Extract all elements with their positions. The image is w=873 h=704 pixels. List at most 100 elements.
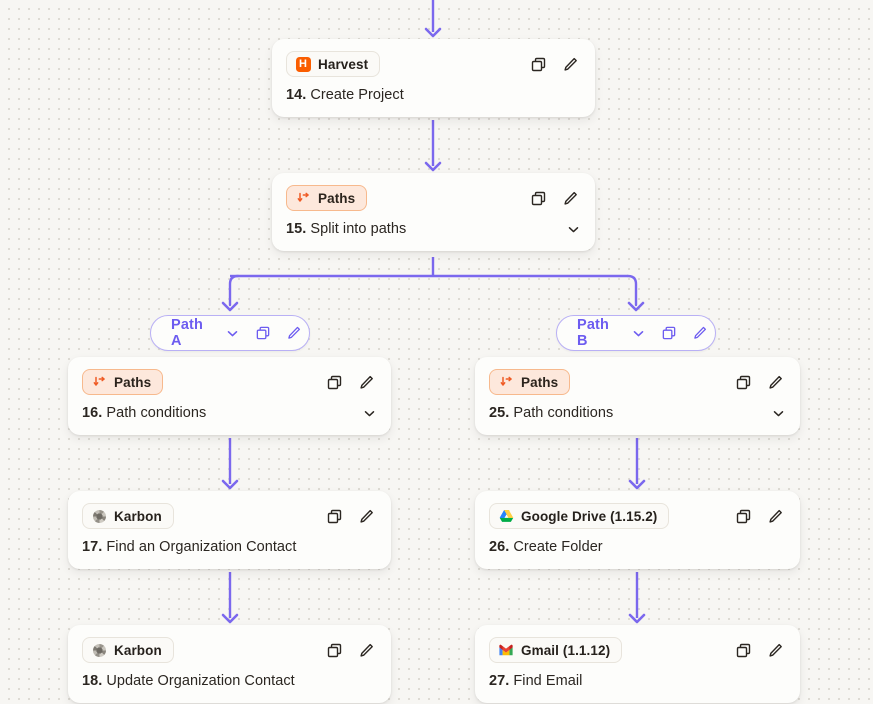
workflow-node-18[interactable]: Karbon 18. Update Organiza	[68, 625, 391, 703]
edit-pencil-icon[interactable]	[561, 189, 579, 207]
edit-pencil-icon[interactable]	[561, 55, 579, 73]
app-name: Paths	[318, 190, 356, 206]
node-actions	[529, 55, 581, 73]
node-action-label: Find Email	[513, 673, 583, 689]
node-header: Karbon	[82, 503, 377, 529]
duplicate-icon[interactable]	[325, 507, 343, 525]
node-step: 18.	[82, 673, 107, 689]
edit-pencil-icon[interactable]	[691, 324, 709, 342]
chevron-down-icon[interactable]	[565, 221, 581, 237]
path-pill-b[interactable]: Path B	[556, 315, 716, 351]
node-title: 15. Split into paths	[286, 221, 406, 237]
node-actions	[734, 373, 786, 391]
node-header: Paths	[82, 369, 377, 395]
duplicate-icon[interactable]	[660, 324, 678, 342]
edit-pencil-icon[interactable]	[357, 507, 375, 525]
chevron-down-icon[interactable]	[223, 324, 241, 342]
node-body: 14. Create Project	[286, 87, 581, 103]
paths-icon	[295, 190, 311, 206]
paths-icon	[498, 374, 514, 390]
app-name: Paths	[114, 374, 152, 390]
edit-pencil-icon[interactable]	[357, 373, 375, 391]
app-badge[interactable]: Gmail (1.1.12)	[489, 637, 623, 663]
workflow-node-16[interactable]: Paths 16. Path conditions	[68, 357, 391, 435]
node-title: 16. Path conditions	[82, 405, 206, 421]
node-body: 27. Find Email	[489, 673, 786, 689]
node-header: Karbon	[82, 637, 377, 663]
app-badge[interactable]: Karbon	[82, 503, 174, 529]
path-pill-a[interactable]: Path A	[150, 315, 310, 351]
duplicate-icon[interactable]	[325, 641, 343, 659]
workflow-node-25[interactable]: Paths 25. Path conditions	[475, 357, 800, 435]
app-badge[interactable]: Paths	[82, 369, 164, 395]
app-badge[interactable]: Paths	[489, 369, 571, 395]
duplicate-icon[interactable]	[734, 507, 752, 525]
node-step: 26.	[489, 539, 514, 555]
node-body: 15. Split into paths	[286, 221, 581, 237]
node-actions	[325, 373, 377, 391]
edge-16-to-17	[221, 438, 239, 490]
node-action-label: Split into paths	[310, 221, 407, 237]
edit-pencil-icon[interactable]	[285, 324, 303, 342]
google-drive-icon	[498, 508, 514, 524]
node-action-label: Find an Organization Contact	[106, 539, 297, 555]
gmail-icon	[498, 642, 514, 658]
workflow-node-17[interactable]: Karbon 17. Find an Organiz	[68, 491, 391, 569]
node-title: 18. Update Organization Contact	[82, 673, 295, 689]
node-title: 25. Path conditions	[489, 405, 613, 421]
node-body: 17. Find an Organization Contact	[82, 539, 377, 555]
duplicate-icon[interactable]	[529, 55, 547, 73]
node-step: 17.	[82, 539, 107, 555]
paths-icon	[91, 374, 107, 390]
app-badge[interactable]: Paths	[286, 185, 368, 211]
edge-26-to-27	[628, 572, 646, 624]
node-header: H Harvest	[286, 51, 581, 77]
node-step: 27.	[489, 673, 514, 689]
node-step: 25.	[489, 405, 514, 421]
edit-pencil-icon[interactable]	[357, 641, 375, 659]
node-action-label: Create Folder	[513, 539, 603, 555]
node-body: 26. Create Folder	[489, 539, 786, 555]
path-actions	[223, 324, 303, 342]
app-badge[interactable]: Karbon	[82, 637, 174, 663]
node-header: Gmail (1.1.12)	[489, 637, 786, 663]
node-title: 26. Create Folder	[489, 539, 603, 555]
app-badge[interactable]: H Harvest	[286, 51, 381, 77]
app-name: Harvest	[318, 56, 369, 72]
edge-top-to-14	[424, 0, 442, 38]
workflow-node-14[interactable]: H Harvest 14.	[272, 39, 595, 117]
node-body: 25. Path conditions	[489, 405, 786, 421]
node-action-label: Update Organization Contact	[106, 673, 295, 689]
node-step: 16.	[82, 405, 107, 421]
node-actions	[734, 507, 786, 525]
duplicate-icon[interactable]	[734, 373, 752, 391]
workflow-node-26[interactable]: Google Drive (1.15.2) 26.	[475, 491, 800, 569]
node-step: 15.	[286, 221, 311, 237]
edit-pencil-icon[interactable]	[766, 373, 784, 391]
app-name: Karbon	[114, 508, 162, 524]
node-body: 18. Update Organization Contact	[82, 673, 377, 689]
duplicate-icon[interactable]	[734, 641, 752, 659]
node-title: 17. Find an Organization Contact	[82, 539, 296, 555]
chevron-down-icon[interactable]	[770, 405, 786, 421]
app-badge[interactable]: Google Drive (1.15.2)	[489, 503, 670, 529]
node-body: 16. Path conditions	[82, 405, 377, 421]
duplicate-icon[interactable]	[325, 373, 343, 391]
chevron-down-icon[interactable]	[629, 324, 647, 342]
edge-25-to-26	[628, 438, 646, 490]
path-actions	[629, 324, 709, 342]
workflow-node-27[interactable]: Gmail (1.1.12) 27. Find Em	[475, 625, 800, 703]
edit-pencil-icon[interactable]	[766, 507, 784, 525]
karbon-icon	[91, 508, 107, 524]
node-header: Paths	[489, 369, 786, 395]
duplicate-icon[interactable]	[529, 189, 547, 207]
chevron-down-icon[interactable]	[361, 405, 377, 421]
node-title: 14. Create Project	[286, 87, 404, 103]
edit-pencil-icon[interactable]	[766, 641, 784, 659]
path-label: Path B	[577, 317, 610, 349]
duplicate-icon[interactable]	[254, 324, 272, 342]
workflow-node-15[interactable]: Paths 15. Split into paths	[272, 173, 595, 251]
node-actions	[325, 641, 377, 659]
node-action-label: Path conditions	[106, 405, 207, 421]
